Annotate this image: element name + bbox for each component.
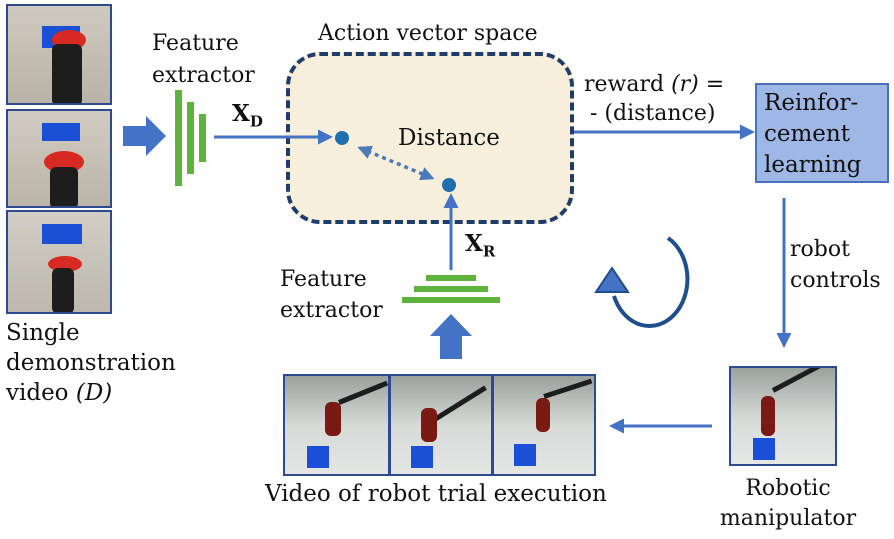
rl-line-2: cement [764,121,850,147]
block-arrow-icon [430,314,472,359]
top-extractor-line-1: Feature [152,31,239,56]
trial-frame-1 [283,374,390,476]
reward-eq: = [698,72,725,97]
demo-frame-1 [6,4,112,105]
xd-subscript: D [249,112,263,131]
demo-label-line-1: Single [6,320,80,346]
top-extractor-line-2: extractor [152,63,255,88]
bottom-extractor-bar-2 [414,286,488,292]
bottom-extractor-bar-3 [402,297,500,303]
top-extractor-bar-2 [187,102,194,174]
demo-frame-3 [6,210,112,314]
robot-controls-label: robot controls [790,234,881,296]
rl-line-3: learning [764,152,862,178]
reward-r: (r) [671,72,699,97]
distance-arrow [357,145,435,181]
reward-line-2: - (distance) [590,101,716,126]
reward-line-1: reward (r) = [584,70,724,99]
trial-frame-2 [389,374,493,476]
top-extractor-bar-1 [175,90,182,186]
top-extractor-bar-3 [199,114,206,162]
manipulator-frame [729,366,837,466]
xr-subscript: R [482,242,496,261]
demo-label-line-3: video (D) [6,378,176,408]
action-space-title: Action vector space [318,21,538,46]
reinforcement-learning-box: Reinfor- cement learning [755,83,889,183]
trial-frame-3 [492,374,596,476]
xr-point [442,178,456,192]
top-extractor-label: Feature extractor [152,28,255,92]
xd-label: XD [232,100,263,136]
demo-label-video: video [6,380,76,406]
demo-label-line-2: demonstration [6,350,176,376]
cycle-arrow-icon [594,236,690,328]
xd-symbol: X [232,100,250,127]
rl-label: Reinfor- cement learning [764,88,861,181]
xd-point [335,131,349,145]
xr-label: XR [465,230,495,266]
bottom-extractor-bar-1 [426,275,476,281]
demo-label-d: (D) [75,380,113,406]
xr-symbol: X [465,230,483,257]
demo-frame-2 [6,109,112,208]
demo-video-label: Single demonstration video (D) [6,318,176,408]
block-arrow-icon [123,116,166,156]
robot-controls-line-2: controls [790,268,881,293]
bottom-extractor-line-2: extractor [280,298,383,323]
manipulator-line-1: Robotic [745,476,831,501]
bottom-extractor-line-1: Feature [280,267,367,292]
reward-label: reward (r) = - (distance) [584,70,724,128]
bottom-extractor-label: Feature extractor [280,264,383,326]
manipulator-line-2: manipulator [719,506,857,531]
robot-controls-line-1: robot [790,237,850,262]
rl-line-1: Reinfor- [764,90,859,116]
trial-video-label: Video of robot trial execution [265,481,607,507]
reward-word: reward [584,72,672,97]
manipulator-label: Robotic manipulator [688,474,888,534]
